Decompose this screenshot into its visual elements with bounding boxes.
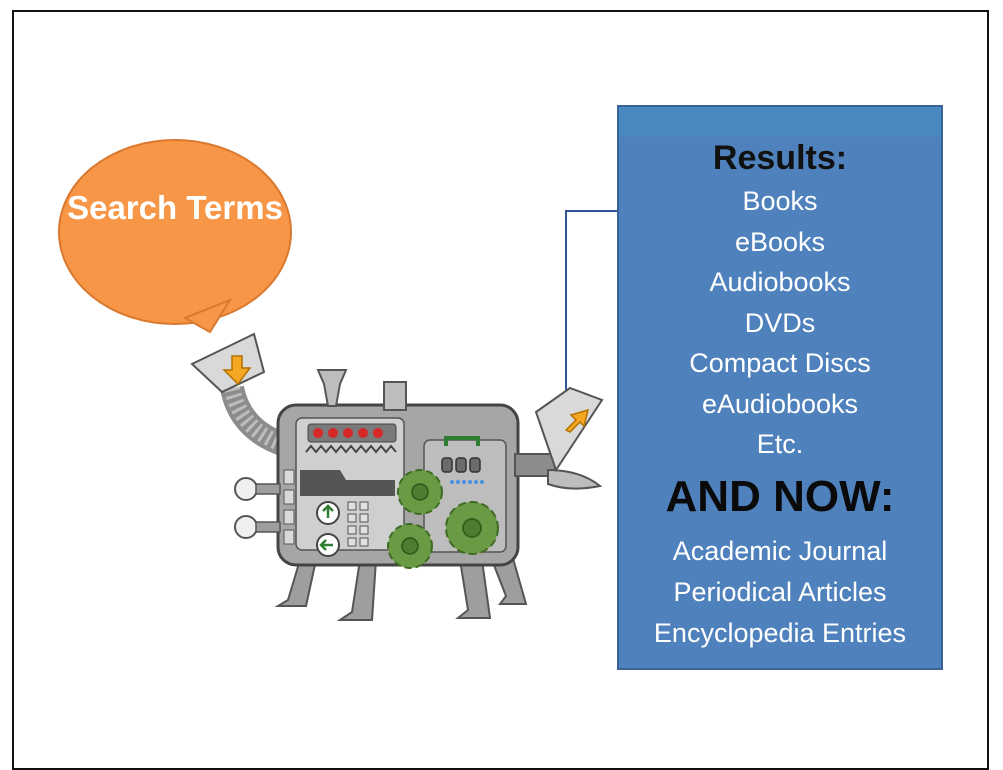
- bulb-icon: [234, 477, 281, 539]
- search-machine-icon: [190, 332, 604, 621]
- results-content: Results: Books eBooks Audiobooks DVDs Co…: [619, 135, 941, 654]
- now-list: Academic Journal Periodical Articles Enc…: [619, 531, 941, 654]
- result-item: Books: [742, 186, 818, 216]
- result-item: eBooks: [734, 226, 826, 257]
- speech-bubble-icon: [58, 139, 292, 334]
- output-funnel-icon: [534, 386, 604, 473]
- result-item: Etc.: [756, 429, 804, 459]
- connector-line: [565, 210, 617, 394]
- results-title: Results:: [712, 139, 848, 177]
- now-item: Periodical Articles: [673, 576, 887, 607]
- result-item: DVDs: [744, 307, 816, 338]
- result-item: Audiobooks: [709, 267, 851, 297]
- and-now-heading: AND NOW:: [665, 471, 895, 521]
- search-terms-label: Search Terms: [67, 189, 283, 226]
- gear-icon: [387, 523, 433, 569]
- results-top-band: [619, 107, 941, 137]
- result-item: Compact Discs: [689, 348, 871, 378]
- result-item: eAudiobooks: [701, 388, 859, 419]
- arrow-icon: [564, 408, 590, 433]
- results-box: Results: Books eBooks Audiobooks DVDs Co…: [617, 105, 943, 670]
- results-list: Books eBooks Audiobooks DVDs Compact Dis…: [619, 181, 941, 465]
- gear-icon: [397, 469, 443, 515]
- now-item: Academic Journal: [672, 535, 888, 566]
- arrow-icon: [222, 355, 252, 386]
- input-funnel-icon: [190, 332, 266, 394]
- now-item: Encyclopedia Entries: [653, 617, 907, 648]
- gear-icon: [445, 501, 499, 555]
